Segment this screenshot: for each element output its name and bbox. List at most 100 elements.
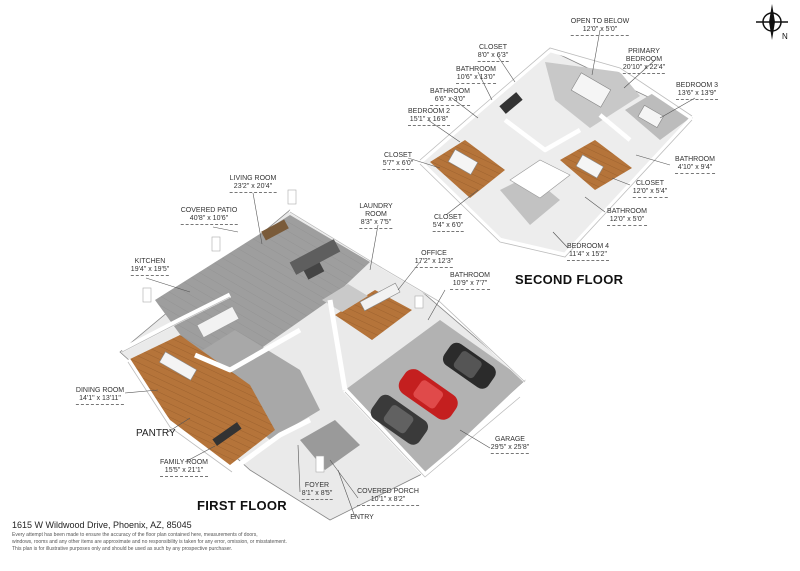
room-name: KITCHEN xyxy=(134,258,166,265)
label-bathroom-primary: BATHROOM 10'6" x 13'0" xyxy=(456,66,496,84)
room-dimension: 6'6" x 3'0" xyxy=(430,96,470,106)
room-dimension: 10'1" x 8'2" xyxy=(357,496,419,506)
label-foyer: FOYER 8'1" x 8'5" xyxy=(301,482,333,500)
first-floor-model xyxy=(119,189,527,521)
room-name: COVERED PORCH xyxy=(357,488,419,495)
label-pantry: PANTRY xyxy=(136,428,176,439)
room-dimension: 5'7" x 6'0" xyxy=(382,160,414,170)
room-dimension: 29'5" x 25'8" xyxy=(490,444,530,454)
room-dimension: 13'6" x 13'9" xyxy=(675,90,719,100)
label-office: OFFICE 17'2" x 12'3" xyxy=(414,250,454,268)
room-dimension: 4'10" x 9'4" xyxy=(675,164,715,174)
room-name: BEDROOM 4 xyxy=(566,243,610,250)
coffee-table xyxy=(303,262,325,280)
dark-vanity xyxy=(499,92,523,114)
bedroom-3-bed xyxy=(637,104,664,128)
label-covered-patio: COVERED PATIO 40'8" x 10'6" xyxy=(180,207,238,225)
kitchen-island xyxy=(196,306,240,338)
label-laundry-room: LAUNDRY ROOM 8'3" x 7'5" xyxy=(359,195,393,237)
label-dining-room: DINING ROOM 14'1" x 13'11" xyxy=(75,387,125,405)
label-bathroom-bedroom-3: BATHROOM 4'10" x 9'4" xyxy=(675,156,715,174)
label-entry: ENTRY xyxy=(350,514,374,522)
room-name: LAUNDRY ROOM xyxy=(359,203,393,218)
room-name: CLOSET xyxy=(383,152,413,159)
label-bathroom-small: BATHROOM 6'6" x 3'0" xyxy=(430,88,470,106)
label-bedroom-3: BEDROOM 3 13'6" x 13'9" xyxy=(675,82,719,100)
room-name: LIVING ROOM xyxy=(229,175,277,182)
room-name: CLOSET xyxy=(433,214,463,221)
room-dimension: 11'4" x 15'2" xyxy=(566,251,610,261)
room-name: BATHROOM xyxy=(430,88,470,95)
bedroom-2-bed xyxy=(447,149,479,175)
label-covered-porch: COVERED PORCH 10'1" x 8'2" xyxy=(357,488,419,506)
room-dimension: 15'1" x 16'8" xyxy=(407,116,451,126)
room-dimension: 15'5" x 21'1" xyxy=(160,467,208,477)
room-name: CLOSET xyxy=(478,44,508,51)
room-name: FAMILY ROOM xyxy=(160,459,208,466)
room-name: ENTRY xyxy=(350,514,374,521)
room-dimension: 5'4" x 6'0" xyxy=(432,222,464,232)
label-closet-bedroom-2: CLOSET 5'7" x 6'0" xyxy=(382,152,414,170)
room-dimension: 23'2" x 20'4" xyxy=(229,183,277,193)
label-open-to-below: OPEN TO BELOW 12'0" x 5'0" xyxy=(570,18,630,36)
car-dark-rear xyxy=(442,342,496,389)
room-name: BATHROOM xyxy=(450,272,490,279)
label-family-room: FAMILY ROOM 15'5" x 21'1" xyxy=(160,459,208,477)
dining-table xyxy=(159,351,197,381)
room-dimension: 8'3" x 7'5" xyxy=(359,219,393,229)
family-room-tv-unit xyxy=(212,422,242,446)
sofa xyxy=(289,239,341,275)
first-floor-title: FIRST FLOOR xyxy=(197,498,287,513)
room-dimension: 8'0" x 6'3" xyxy=(477,52,509,62)
room-name: PRIMARY BEDROOM xyxy=(625,48,663,63)
disclaimer-line-3: This plan is for illustrative purposes o… xyxy=(12,546,233,552)
room-name: BEDROOM 3 xyxy=(675,82,719,89)
room-name: CLOSET xyxy=(635,180,664,187)
label-garage: GARAGE 29'5" x 25'8" xyxy=(490,436,530,454)
disclaimer-line-2: windows, rooms and any other items are a… xyxy=(12,539,287,545)
office-desk xyxy=(359,282,401,312)
disclaimer-line-1: Every attempt has been made to ensure th… xyxy=(12,532,258,538)
patio-table xyxy=(261,219,289,241)
svg-text:N: N xyxy=(782,32,788,41)
leader-lines xyxy=(124,29,696,518)
first-floor-walls xyxy=(120,207,527,478)
room-dimension: 10'9" x 7'7" xyxy=(450,280,490,290)
room-name: BATHROOM xyxy=(675,156,715,163)
room-dimension: 19'4" x 19'5" xyxy=(130,266,170,276)
label-closet-bedroom-4: CLOSET 12'0" x 5'4" xyxy=(632,180,668,198)
room-name: BATHROOM xyxy=(607,208,647,215)
second-floor-title: SECOND FLOOR xyxy=(515,272,624,287)
room-name: BATHROOM xyxy=(456,66,496,73)
room-dimension: 17'2" x 12'3" xyxy=(414,258,454,268)
car-dark-front xyxy=(370,394,429,445)
office-floor xyxy=(335,290,412,340)
room-name: FOYER xyxy=(304,482,330,489)
bedroom-4-bed xyxy=(575,154,604,179)
label-primary-bedroom: PRIMARY BEDROOM 20'10" x 22'4" xyxy=(622,40,666,82)
room-dimension: 12'0" x 5'4" xyxy=(632,188,668,198)
label-bathroom-hall: BATHROOM 12'0" x 5'0" xyxy=(607,208,647,226)
room-dimension: 40'8" x 10'6" xyxy=(180,215,238,225)
kitchen-floor xyxy=(195,330,320,440)
open-to-below-void xyxy=(509,159,571,199)
second-floor-model xyxy=(418,47,694,258)
room-name: OFFICE xyxy=(421,250,447,257)
porch-floor xyxy=(300,420,360,470)
room-dimension: 14'1" x 13'11" xyxy=(75,395,125,405)
label-closet-upper: CLOSET 8'0" x 6'3" xyxy=(477,44,509,62)
room-dimension: 8'1" x 8'5" xyxy=(301,490,333,500)
room-dimension: 20'10" x 22'4" xyxy=(622,64,666,74)
car-red xyxy=(398,369,458,420)
room-dimension: 12'0" x 5'0" xyxy=(607,216,647,226)
laundry-floor xyxy=(322,284,368,312)
room-dimension: 12'0" x 5'0" xyxy=(570,26,630,36)
second-floor-walls xyxy=(418,47,694,258)
room-name: BEDROOM 2 xyxy=(407,108,451,115)
label-bedroom-2: BEDROOM 2 15'1" x 16'8" xyxy=(407,108,451,126)
label-living-room: LIVING ROOM 23'2" x 20'4" xyxy=(229,175,277,193)
compass-icon: N xyxy=(756,4,788,41)
room-name: COVERED PATIO xyxy=(180,207,238,214)
primary-bed xyxy=(570,72,612,108)
